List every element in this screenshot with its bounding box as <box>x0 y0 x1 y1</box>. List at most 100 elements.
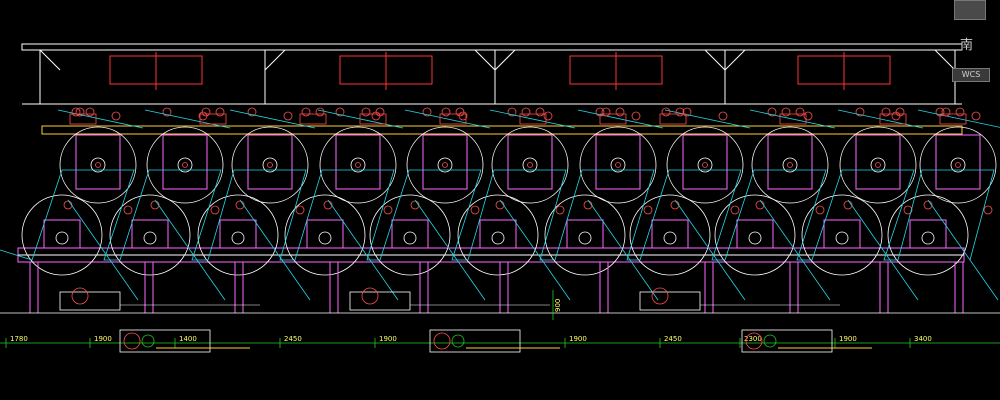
motor-flange <box>201 107 211 117</box>
cylinder-frame <box>935 134 981 190</box>
lower-cylinder-hub <box>55 231 69 245</box>
gearbox <box>359 113 387 125</box>
lower-cylinder-hub <box>143 231 157 245</box>
dimension-label: 1900 <box>94 335 112 343</box>
guide-roll <box>295 205 305 215</box>
floor-drive-frame <box>349 291 411 311</box>
dimension-label: 2450 <box>284 335 302 343</box>
motor-flange <box>661 107 671 117</box>
cylinder-hub <box>262 157 278 173</box>
gearbox <box>599 113 627 125</box>
felt-line <box>154 199 226 301</box>
guide-roll <box>123 205 133 215</box>
gearbox <box>659 113 687 125</box>
guide-roll <box>162 107 172 117</box>
felt-line <box>917 109 1000 128</box>
guide-roll <box>283 111 293 121</box>
gearbox <box>519 113 547 125</box>
lower-cylinder-hub <box>578 231 592 245</box>
guide-roll <box>75 107 85 117</box>
drive-unit-gear <box>763 334 777 348</box>
cylinder-axle <box>527 162 533 168</box>
cylinder-hub <box>782 157 798 173</box>
guide-roll <box>383 205 393 215</box>
viewcube[interactable]: 南 WCS <box>940 0 1000 82</box>
upper-cylinder <box>59 126 137 204</box>
cylinder-frame <box>855 134 901 190</box>
felt-line <box>229 109 316 129</box>
felt-line <box>927 199 999 301</box>
felt-line <box>577 109 664 129</box>
lower-cylinder-frame <box>43 219 81 249</box>
guide-roll <box>410 200 420 210</box>
hood-frame <box>21 43 963 105</box>
lower-cylinder <box>109 194 191 276</box>
cylinder-frame <box>247 134 293 190</box>
motor-flange <box>375 107 385 117</box>
lower-cylinder <box>457 194 539 276</box>
cylinder-frame <box>507 134 553 190</box>
guide-roll <box>803 111 813 121</box>
cylinder-axle <box>955 162 961 168</box>
lower-cylinder-frame <box>823 219 861 249</box>
guide-roll <box>815 205 825 215</box>
guide-roll <box>983 205 993 215</box>
motor-flange <box>441 107 451 117</box>
dimension-label: 1900 <box>379 335 397 343</box>
motor-flange <box>301 107 311 117</box>
felt-line <box>847 199 919 301</box>
gearbox <box>69 113 97 125</box>
cylinder-hub <box>90 157 106 173</box>
cylinder-hub <box>437 157 453 173</box>
lower-cylinder-frame <box>306 219 344 249</box>
motor-flange <box>455 107 465 117</box>
drying-cylinders <box>21 107 997 276</box>
dimension-label: 1900 <box>839 335 857 343</box>
motor-flange <box>215 107 225 117</box>
guide-roll <box>903 205 913 215</box>
dimension-label: 2300 <box>744 335 762 343</box>
felt-line <box>837 109 924 129</box>
drive-unit-motor <box>123 332 141 350</box>
felt-line <box>317 109 404 129</box>
cylinder-axle <box>702 162 708 168</box>
guide-roll <box>843 200 853 210</box>
motor-flange <box>675 107 685 117</box>
guide-roll <box>422 107 432 117</box>
lower-cylinder <box>714 194 796 276</box>
drive-motors <box>69 107 967 125</box>
lower-cylinder-frame <box>909 219 947 249</box>
wcs-menu-button[interactable]: WCS <box>952 68 990 82</box>
floor-drive-motor <box>361 287 379 305</box>
support-columns <box>29 262 964 313</box>
motor-flange <box>535 107 545 117</box>
cylinder-axle <box>442 162 448 168</box>
viewcube-face[interactable] <box>954 0 986 20</box>
viewcube-direction-label[interactable]: 南 <box>960 38 974 53</box>
dimension-chain <box>0 312 1000 344</box>
lower-cylinder <box>544 194 626 276</box>
drive-unit-motor <box>433 332 451 350</box>
vertical-dimension: 900 <box>552 290 562 320</box>
motor-flange <box>615 107 625 117</box>
guide-roll <box>323 200 333 210</box>
lower-cylinder-frame <box>736 219 774 249</box>
guide-roll <box>855 107 865 117</box>
motor-flange <box>85 107 95 117</box>
guide-roll <box>767 107 777 117</box>
felt-line <box>587 199 659 301</box>
guide-roll <box>247 107 257 117</box>
guide-roll <box>923 200 933 210</box>
felt-line <box>759 199 831 301</box>
cylinder-frame <box>682 134 728 190</box>
lower-cylinder-frame <box>479 219 517 249</box>
guide-roll <box>631 111 641 121</box>
felt-line <box>749 109 836 129</box>
felt-line <box>674 199 746 301</box>
gearbox <box>439 113 467 125</box>
dimension-label: 1900 <box>569 335 587 343</box>
drive-unit-motor <box>745 332 763 350</box>
dimension-label: 3400 <box>914 335 932 343</box>
guide-roll <box>730 205 740 215</box>
